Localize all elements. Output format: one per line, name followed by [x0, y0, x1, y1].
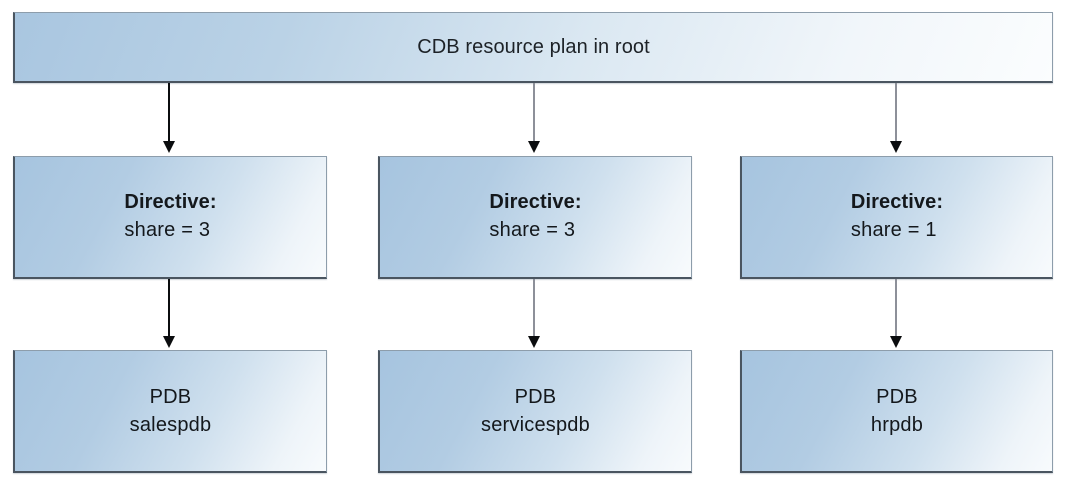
arrowhead-icon [163, 336, 175, 348]
pdb-text-1: PDB salespdb [130, 383, 212, 440]
directive-box-3: Directive: share = 1 [740, 156, 1053, 279]
arrowhead-icon [528, 141, 540, 153]
pdb-text-3: PDB hrpdb [871, 383, 923, 440]
arrowhead-icon [528, 336, 540, 348]
arrowhead-icon [890, 141, 902, 153]
pdb-kind-3: PDB [876, 385, 918, 408]
directive-label-1: Directive: [124, 191, 217, 214]
directive-share-value-3: share = 1 [850, 219, 937, 241]
directive-box-1: Directive: share = 3 [13, 156, 327, 279]
pdb-text-2: PDB servicespdb [481, 383, 590, 440]
root-plan-label: CDB resource plan in root [417, 35, 650, 58]
pdb-box-2: PDB servicespdb [378, 350, 692, 473]
directive-label-2: Directive: [489, 191, 582, 214]
directive-text-3: Directive: share = 1 [851, 189, 943, 244]
connector-line [168, 83, 170, 141]
pdb-name-1: salespdb [129, 414, 212, 436]
directive-text-2: Directive: share = 3 [489, 189, 581, 244]
directive-share-value-1: share = 3 [124, 219, 211, 241]
directive-label-3: Directive: [850, 191, 944, 214]
pdb-box-1: PDB salespdb [13, 350, 327, 473]
root-plan-box: CDB resource plan in root [13, 12, 1053, 83]
pdb-kind-2: PDB [514, 385, 557, 408]
arrowhead-icon [163, 141, 175, 153]
arrowhead-icon [890, 336, 902, 348]
pdb-name-2: servicespdb [481, 414, 590, 436]
connector-line [168, 279, 170, 336]
pdb-box-3: PDB hrpdb [740, 350, 1053, 473]
connector-line [533, 279, 535, 336]
connector-line [895, 279, 897, 336]
pdb-name-3: hrpdb [870, 414, 924, 436]
directive-box-2: Directive: share = 3 [378, 156, 692, 279]
directive-text-1: Directive: share = 3 [124, 189, 216, 244]
directive-share-value-2: share = 3 [489, 219, 576, 241]
connector-line [895, 83, 897, 141]
pdb-kind-1: PDB [149, 385, 192, 408]
connector-line [533, 83, 535, 141]
